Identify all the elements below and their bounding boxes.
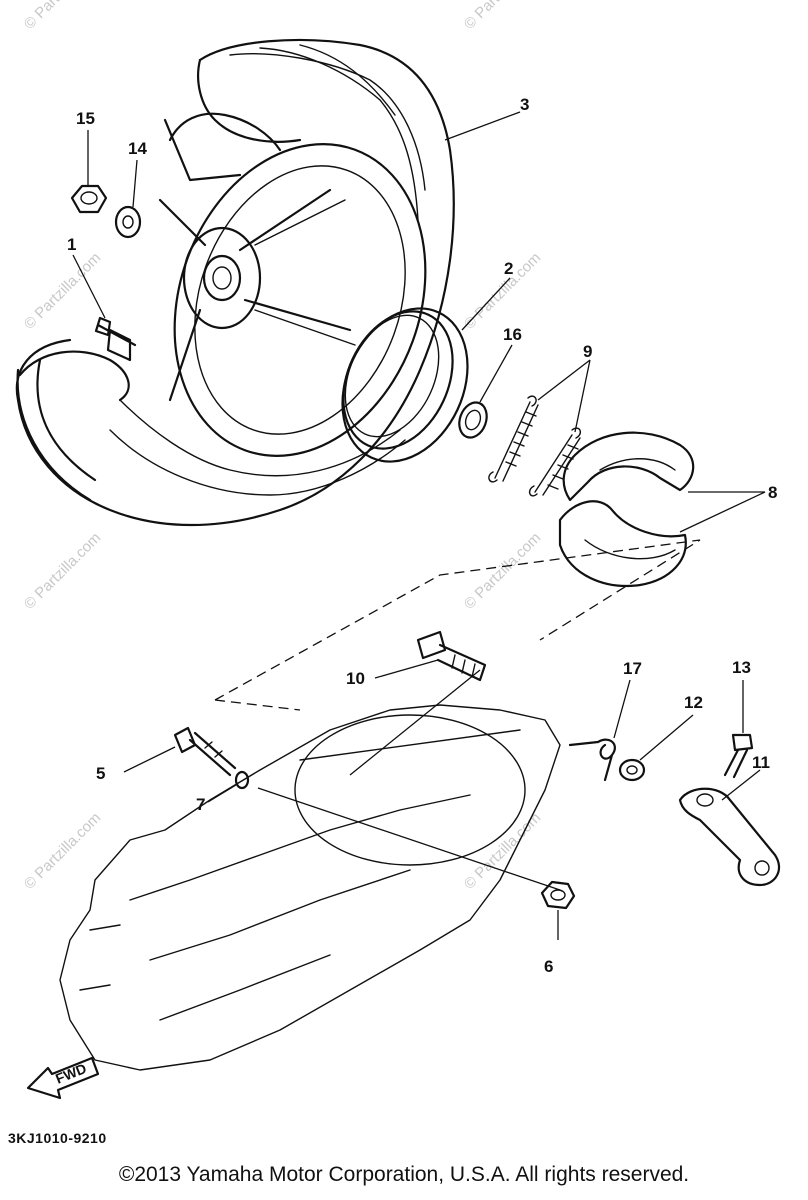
watermarks: © Partzilla.com © Partzilla.com © Partzi…	[21, 0, 544, 893]
part-shaft-5	[173, 726, 237, 777]
part-bolt-1	[94, 316, 137, 347]
part-springs-9	[488, 395, 582, 497]
callout-5: 5	[96, 764, 105, 783]
part-ring-2	[341, 307, 469, 463]
rear-wheel-tire	[15, 38, 455, 527]
callout-12: 12	[684, 693, 703, 712]
part-oring-7	[234, 770, 250, 790]
watermark-8: © Partzilla.com	[461, 0, 544, 33]
watermark-5: © Partzilla.com	[21, 809, 104, 892]
callout-13: 13	[732, 658, 751, 677]
part-washer-12	[618, 758, 646, 782]
part-seal-16	[458, 401, 488, 439]
copyright-notice: ©2013 Yamaha Motor Corporation, U.S.A. A…	[118, 1163, 690, 1186]
part-brake-shoes-8	[558, 431, 695, 587]
watermark-7: © Partzilla.com	[21, 0, 104, 33]
fwd-arrow: FWD	[26, 1056, 100, 1100]
fwd-label: FWD	[53, 1060, 89, 1087]
callout-15: 15	[76, 109, 95, 128]
leader-lines	[72, 111, 766, 940]
callout-6: 6	[544, 957, 553, 976]
callout-1: 1	[67, 235, 76, 254]
callout-7: 7	[196, 795, 205, 814]
diagram-code: 3KJ1010-9210	[8, 1130, 107, 1146]
exploded-view-svg: © Partzilla.com © Partzilla.com © Partzi…	[15, 0, 781, 1100]
callout-8: 8	[768, 483, 777, 502]
crankcase-housing	[59, 704, 561, 1071]
axis-line	[257, 669, 561, 891]
callout-3: 3	[520, 95, 529, 114]
part-camshaft-10	[416, 630, 487, 682]
part-nut-15	[70, 184, 108, 214]
callout-16: 16	[503, 325, 522, 344]
callout-11: 11	[752, 753, 770, 772]
watermark-2: © Partzilla.com	[461, 249, 544, 332]
callout-17: 17	[623, 659, 642, 678]
part-spring-17	[568, 738, 616, 782]
callout-2: 2	[504, 259, 513, 278]
brake-group-outline	[214, 539, 701, 711]
callout-9: 9	[583, 342, 592, 361]
callouts: 15 14 1 3 2 16 9 8 10 17 12 13 11 5 7 6	[67, 95, 777, 976]
callout-14: 14	[128, 139, 147, 158]
part-bolt-13	[723, 733, 754, 779]
watermark-3: © Partzilla.com	[21, 529, 104, 612]
callout-10: 10	[346, 669, 365, 688]
part-brake-arm-11	[678, 787, 781, 887]
part-washer-14	[114, 205, 142, 239]
